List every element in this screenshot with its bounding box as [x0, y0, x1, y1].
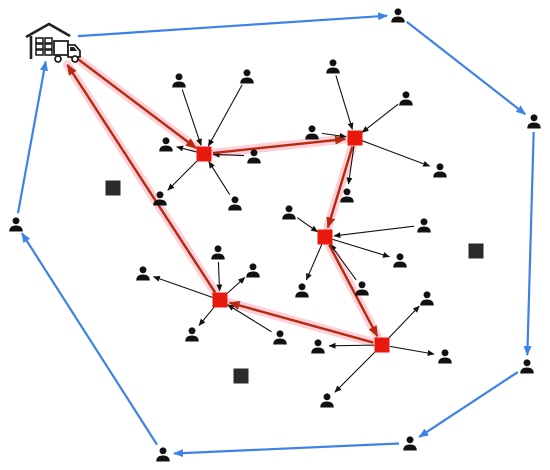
inner-route-segment: [228, 301, 374, 344]
person-icon: [295, 283, 309, 298]
red-square-hub: [374, 337, 390, 353]
person-icon: [391, 8, 405, 23]
red-square-hub: [196, 146, 212, 162]
person-icon: [240, 69, 254, 84]
inner-route-segment: [328, 244, 379, 338]
spoke-arrow: [212, 151, 245, 158]
customer-layer: [9, 8, 541, 462]
person-icon: [311, 339, 325, 354]
person-icon: [355, 281, 369, 296]
person-icon: [520, 359, 534, 374]
outer-route-layer: [16, 12, 535, 458]
spoke-arrow: [328, 342, 375, 349]
person-icon: [273, 330, 287, 345]
spoke-arrow: [207, 84, 243, 147]
spoke-arrow: [346, 145, 355, 185]
obstacle-layer: [105, 180, 484, 384]
person-icon: [403, 436, 417, 451]
person-icon: [136, 266, 150, 281]
inner-route-segment: [66, 64, 217, 294]
person-icon: [438, 349, 452, 364]
hub-layer: [196, 130, 390, 353]
inner-route-layer: [66, 55, 379, 344]
spoke-arrow: [181, 89, 202, 146]
person-icon: [246, 263, 260, 278]
spoke-arrow: [216, 261, 223, 292]
person-icon: [320, 393, 334, 408]
spoke-arrow: [329, 243, 357, 281]
spoke-arrow: [334, 350, 377, 393]
outer-route-segment: [523, 131, 535, 357]
spoke-arrow: [225, 276, 246, 296]
red-square-hub: [212, 292, 228, 308]
person-icon: [185, 327, 199, 342]
warehouse-truck-icon: [25, 22, 81, 63]
inner-route-segment: [212, 135, 347, 155]
outer-route-segment: [418, 371, 519, 438]
spoke-arrow: [208, 161, 231, 195]
spoke-arrow: [333, 225, 415, 239]
person-icon: [159, 137, 173, 152]
spoke-arrow: [361, 103, 399, 133]
spoke-arrow: [198, 305, 216, 326]
spoke-arrow: [167, 159, 199, 191]
person-icon: [433, 163, 447, 178]
person-icon: [305, 125, 319, 140]
spoke-layer: [152, 75, 435, 393]
spoke-arrow: [387, 305, 420, 340]
dark-square-obstacle: [468, 243, 484, 259]
inner-route-segment: [73, 55, 197, 149]
outer-route-segment: [405, 20, 527, 116]
outer-route-segment: [77, 12, 389, 38]
person-icon: [417, 218, 431, 233]
spoke-arrow: [362, 140, 431, 167]
person-icon: [211, 245, 225, 260]
person-icon: [282, 205, 296, 220]
spoke-arrow: [335, 75, 354, 130]
spoke-arrow: [332, 238, 390, 258]
dark-square-obstacle: [105, 180, 121, 196]
person-icon: [156, 447, 170, 462]
dark-square-obstacle: [233, 368, 249, 384]
outer-route-segment: [20, 232, 159, 446]
person-icon: [228, 196, 242, 211]
person-icon: [172, 73, 186, 88]
red-square-hub: [317, 229, 333, 245]
spoke-arrow: [305, 244, 323, 281]
outer-route-segment: [16, 60, 49, 214]
spoke-arrow: [152, 275, 213, 298]
spoke-arrow: [296, 217, 319, 233]
spoke-arrow: [176, 145, 197, 153]
person-icon: [9, 217, 23, 232]
person-icon: [420, 291, 434, 306]
person-icon: [527, 114, 541, 129]
outer-route-segment: [172, 442, 400, 458]
person-icon: [393, 253, 407, 268]
person-icon: [326, 59, 340, 74]
red-square-hub: [347, 130, 363, 146]
spoke-arrow: [389, 345, 435, 356]
person-icon: [399, 91, 413, 106]
inner-route-segment: [326, 146, 354, 229]
